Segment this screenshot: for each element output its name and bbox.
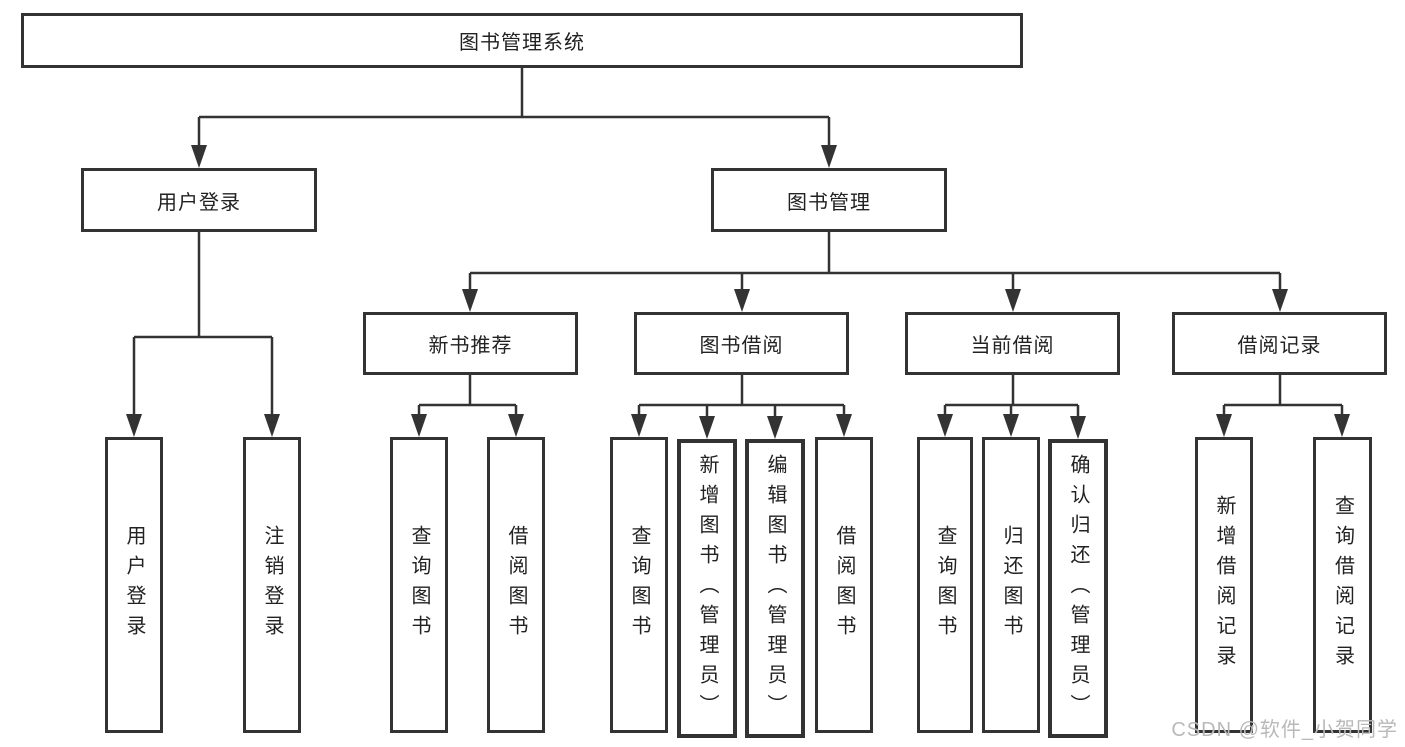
node-label: 注销登录 bbox=[261, 525, 283, 645]
node-label: 编辑图书（管理员） bbox=[764, 453, 786, 724]
node-label: 用户登录 bbox=[123, 525, 145, 645]
leaf-rec-borrow-books: 借阅图书 bbox=[487, 437, 545, 733]
arrowhead-icon bbox=[821, 145, 837, 168]
leaf-br-add-record: 新增借阅记录 bbox=[1195, 437, 1253, 733]
leaf-rec-query-books: 查询图书 bbox=[390, 437, 448, 733]
arrowhead-icon bbox=[631, 414, 647, 437]
leaf-bb-edit-book-admin: 编辑图书（管理员） bbox=[745, 439, 805, 738]
arrowhead-icon bbox=[126, 414, 142, 437]
node-label: 新增借阅记录 bbox=[1213, 495, 1235, 675]
arrowhead-icon bbox=[734, 289, 750, 312]
node-library-management-system: 图书管理系统 bbox=[21, 13, 1023, 68]
arrowhead-icon bbox=[1334, 414, 1350, 437]
arrowhead-icon bbox=[1070, 416, 1086, 439]
leaf-logout: 注销登录 bbox=[243, 437, 301, 733]
node-label: 查询图书 bbox=[408, 525, 430, 645]
node-label: 查询图书 bbox=[934, 525, 956, 645]
arrowhead-icon bbox=[1272, 289, 1288, 312]
arrowhead-icon bbox=[462, 289, 478, 312]
leaf-bb-borrow-books: 借阅图书 bbox=[815, 437, 873, 733]
node-label: 借阅图书 bbox=[833, 525, 855, 645]
connector-book-borrow-branch bbox=[637, 375, 846, 422]
leaf-cb-confirm-return-admin: 确认归还（管理员） bbox=[1048, 439, 1108, 738]
node-label: 图书管理 bbox=[787, 191, 871, 214]
arrowhead-icon bbox=[264, 414, 280, 437]
connector-user-login-branch bbox=[132, 232, 274, 420]
node-borrowing-records: 借阅记录 bbox=[1172, 312, 1387, 375]
node-new-book-recommendation: 新书推荐 bbox=[363, 312, 578, 375]
node-book-management: 图书管理 bbox=[711, 168, 947, 232]
connector-current-borrow-branch bbox=[943, 375, 1080, 422]
node-label: 新书推荐 bbox=[428, 335, 513, 357]
arrowhead-icon bbox=[508, 414, 524, 437]
node-book-borrowing: 图书借阅 bbox=[634, 312, 849, 375]
arrowhead-icon bbox=[1003, 414, 1019, 437]
node-label: 查询图书 bbox=[628, 525, 650, 645]
csdn-watermark: CSDN @软件_小贺同学 bbox=[1171, 719, 1398, 741]
leaf-user-login: 用户登录 bbox=[105, 437, 163, 733]
leaf-cb-return-book: 归还图书 bbox=[982, 437, 1040, 733]
connector-book-management-branch bbox=[468, 232, 1282, 295]
node-label: 用户登录 bbox=[157, 191, 241, 214]
connector-root-to-level2 bbox=[197, 68, 831, 150]
leaf-bb-query-books: 查询图书 bbox=[610, 437, 668, 733]
connector-new-book-rec-branch bbox=[417, 375, 518, 420]
node-label: 图书管理系统 bbox=[459, 32, 585, 54]
node-current-borrowing: 当前借阅 bbox=[905, 312, 1120, 375]
node-label: 归还图书 bbox=[1000, 525, 1022, 645]
arrowhead-icon bbox=[699, 416, 715, 439]
arrowhead-icon bbox=[937, 414, 953, 437]
node-label: 确认归还（管理员） bbox=[1067, 453, 1089, 724]
arrowhead-icon bbox=[1005, 289, 1021, 312]
leaf-br-query-record: 查询借阅记录 bbox=[1313, 437, 1372, 733]
arrowhead-icon bbox=[836, 414, 852, 437]
node-label: 借阅图书 bbox=[505, 525, 527, 645]
arrowhead-icon bbox=[767, 416, 783, 439]
node-label: 当前借阅 bbox=[970, 335, 1055, 357]
node-label: 图书借阅 bbox=[699, 335, 784, 357]
node-label: 新增图书（管理员） bbox=[696, 453, 718, 724]
arrowhead-icon bbox=[411, 414, 427, 437]
node-label: 查询借阅记录 bbox=[1331, 495, 1354, 675]
node-label: 借阅记录 bbox=[1237, 335, 1322, 357]
arrowhead-icon bbox=[191, 145, 207, 168]
arrowhead-icon bbox=[1216, 414, 1232, 437]
leaf-bb-add-book-admin: 新增图书（管理员） bbox=[677, 439, 737, 738]
leaf-cb-query-books: 查询图书 bbox=[917, 437, 973, 733]
node-user-login-group: 用户登录 bbox=[81, 168, 317, 232]
connector-borrow-records-branch bbox=[1222, 375, 1344, 420]
